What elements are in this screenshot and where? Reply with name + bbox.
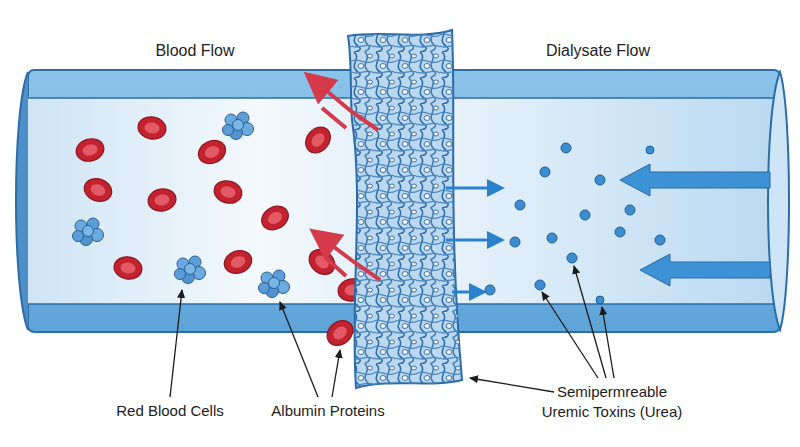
- flow-heading: Dialysate Flow: [546, 42, 650, 60]
- part-label: Red Blood Cells: [116, 402, 224, 420]
- part-label: Semipermreable: [557, 383, 667, 401]
- part-label: Uremic Toxins (Urea): [542, 403, 683, 421]
- part-label: Albumin Proteins: [271, 402, 384, 420]
- flow-heading: Blood Flow: [155, 42, 234, 60]
